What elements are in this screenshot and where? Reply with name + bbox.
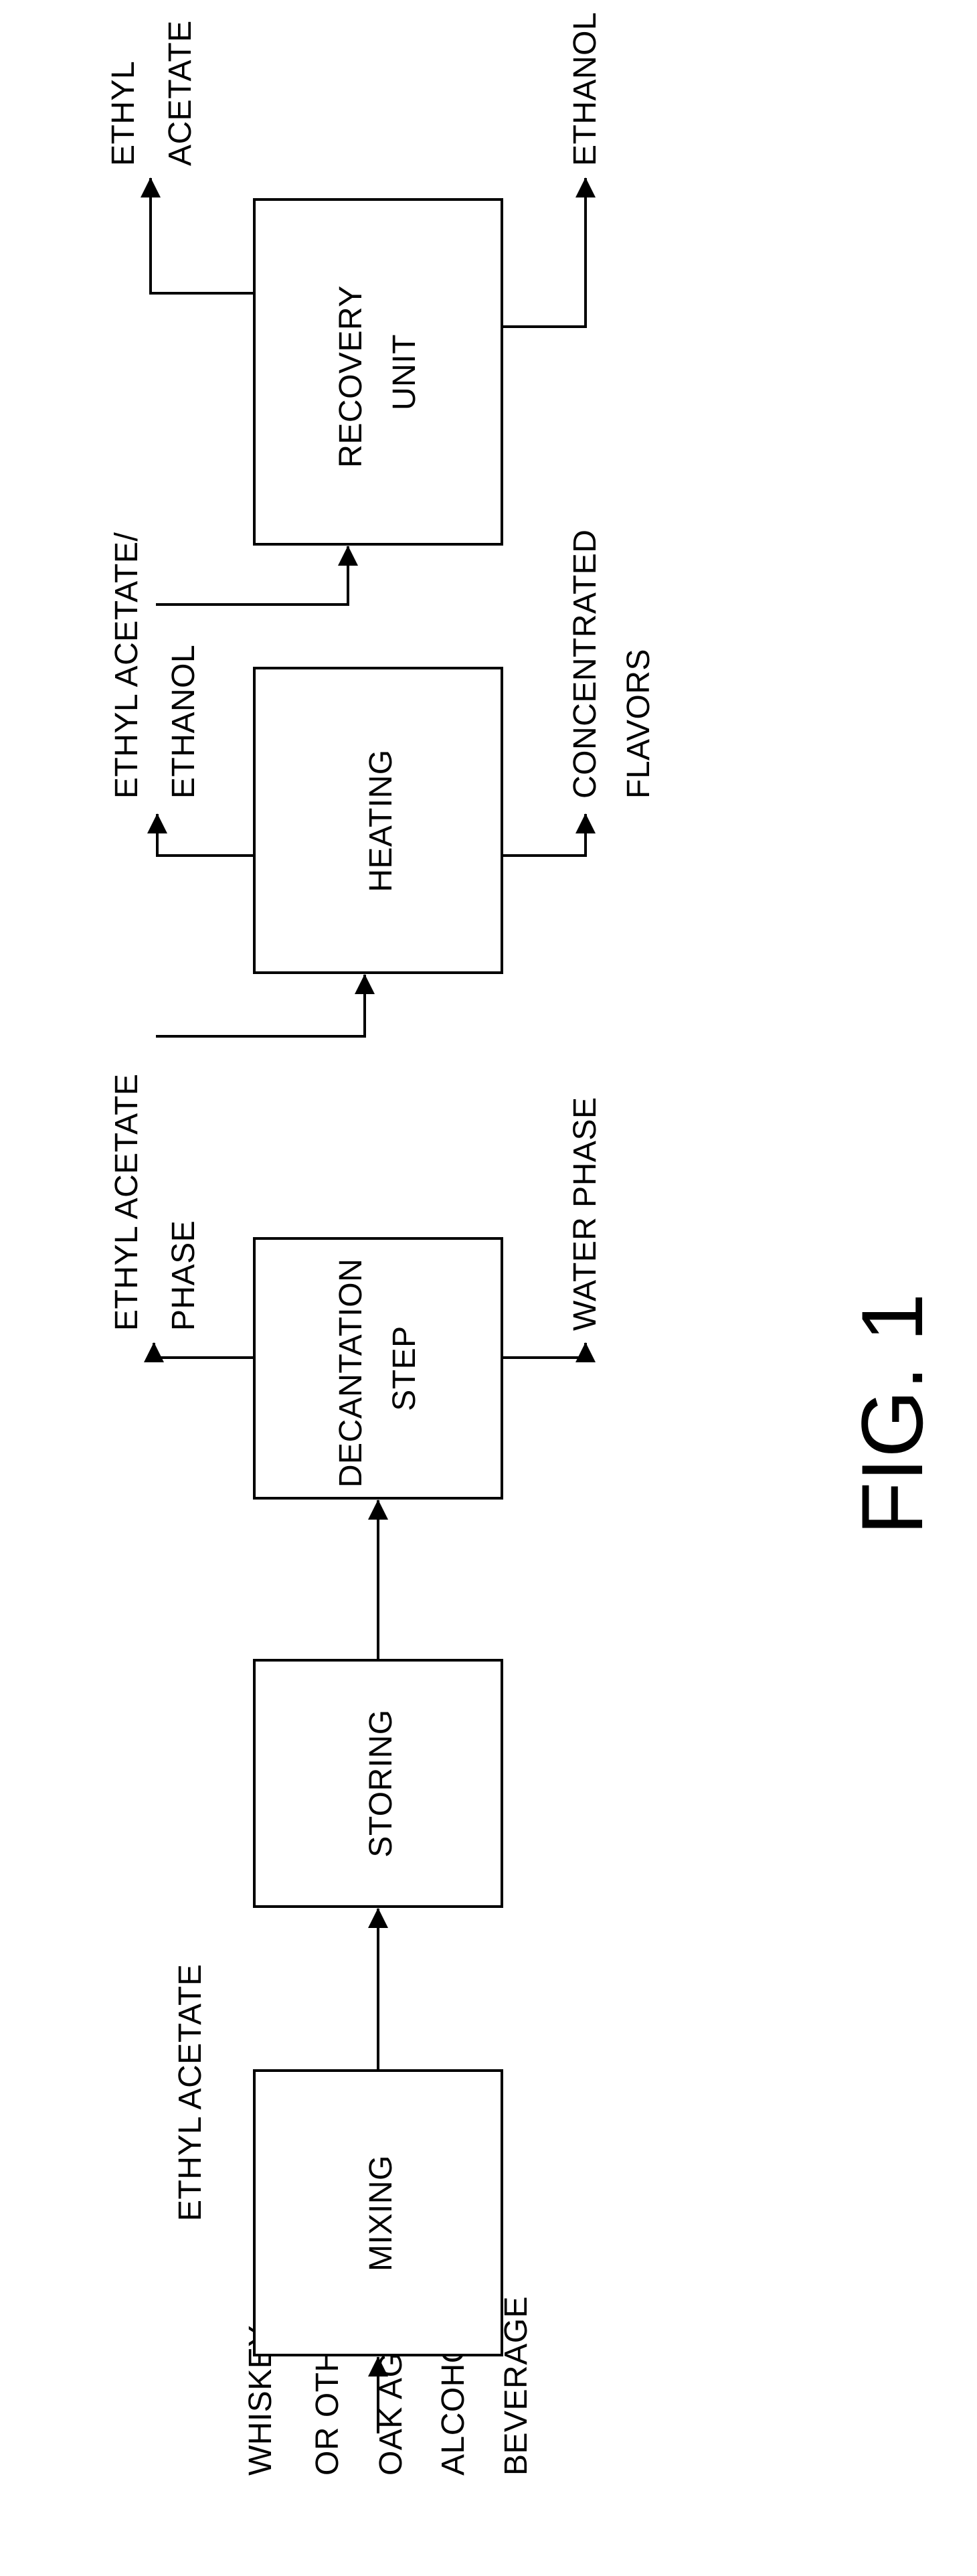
mixing-line-1: MIXING — [363, 2155, 399, 2271]
recovery-top-line-1: ETHYL — [106, 62, 141, 166]
arrow-phase-to-heating — [157, 976, 365, 1036]
ethyl-acetate-ethanol-label: ETHYL ACETATE/ ETHANOL — [109, 523, 201, 799]
decantation-line-1: DECANTATION — [333, 1259, 369, 1487]
heating-line-1: HEATING — [363, 749, 399, 892]
arrow-ethyl-acetate-phase-out — [154, 1344, 254, 1358]
recovery-top-line-2: ACETATE — [163, 20, 198, 166]
additive-line-1: ETHYL ACETATE — [173, 1964, 208, 2221]
heating-label: HEATING — [363, 749, 399, 892]
arrow-mixture-to-recovery — [157, 548, 348, 605]
concentrated-flavors-label: CONCENTRATED FLAVORS — [567, 520, 656, 799]
recovery-bottom-line-1: ETHANOL — [567, 12, 603, 166]
storing-label: STORING — [363, 1709, 399, 1857]
heat-bottom-line-1: CONCENTRATED — [567, 530, 603, 799]
figure-label: FIG. 1 — [843, 1293, 941, 1535]
recovery-line-1: RECOVERY — [333, 286, 369, 468]
heat-top-line-1: ETHYL ACETATE/ — [109, 532, 145, 799]
decantation-box — [254, 1238, 502, 1498]
rotated-figure: WHISKEY OR OTHER OAK AGED ALCOHOLIC BEVE… — [106, 12, 941, 2476]
recovery-unit-box — [254, 199, 502, 544]
ethanol-label: ETHANOL — [567, 12, 603, 166]
arrow-ethyl-acetate-ethanol-out — [157, 815, 254, 856]
recovered-ethyl-acetate-label: ETHYL ACETATE — [106, 20, 198, 166]
storing-line-1: STORING — [363, 1709, 399, 1857]
decant-top-line-2: PHASE — [166, 1220, 201, 1331]
additive-ethyl-acetate-label: ETHYL ACETATE — [173, 1964, 208, 2221]
decant-top-line-1: ETHYL ACETATE — [109, 1074, 145, 1331]
water-phase-label: WATER PHASE — [567, 1097, 603, 1331]
decantation-line-2: STEP — [387, 1325, 422, 1411]
decant-bottom-line-1: WATER PHASE — [567, 1097, 603, 1331]
recovery-line-2: UNIT — [387, 334, 422, 410]
arrow-concentrated-flavors-out — [502, 815, 586, 856]
arrow-ethyl-acetate-recovered-out — [151, 179, 254, 293]
heat-top-line-2: ETHANOL — [166, 645, 201, 799]
heat-bottom-line-2: FLAVORS — [621, 649, 656, 799]
arrow-water-phase-out — [502, 1344, 586, 1358]
arrow-ethanol-out — [502, 179, 586, 327]
input-line-5: BEVERAGE — [499, 2296, 534, 2476]
mixing-label: MIXING — [363, 2155, 399, 2271]
ethyl-acetate-phase-label: ETHYL ACETATE PHASE — [109, 1064, 201, 1331]
